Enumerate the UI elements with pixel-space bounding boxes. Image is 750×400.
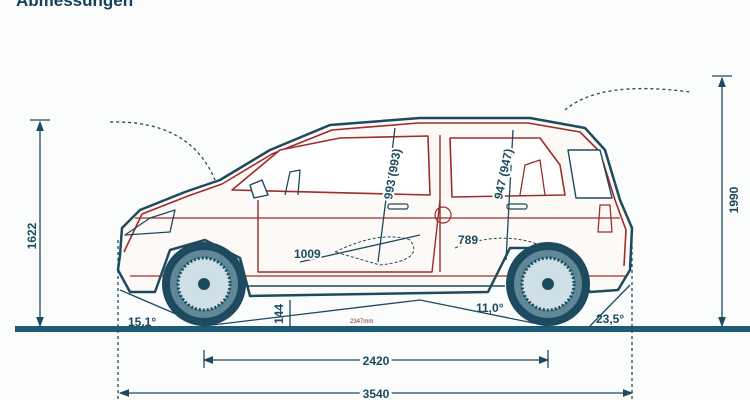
underbody-note: 2347mm	[350, 319, 373, 325]
height-front-label: 1622	[25, 222, 39, 249]
approach-angle-label: 15,1°	[128, 315, 156, 329]
rear-wheel	[506, 242, 590, 326]
front-legroom-label: 1009	[294, 247, 321, 261]
ramp-angle-label: 11,0°	[476, 301, 504, 315]
page-title: Abmessungen	[16, 0, 134, 10]
front-wheel	[162, 242, 246, 326]
ground-line	[15, 326, 750, 332]
wheelbase-label: 2420	[363, 354, 390, 368]
ground-clearance-label: 144	[272, 304, 286, 324]
height-total-label: 1990	[727, 186, 741, 213]
rear-legroom-label: 789	[458, 233, 478, 247]
car-body	[109, 87, 691, 298]
departure-angle-label: 23,5°	[596, 312, 624, 326]
length-label: 3540	[363, 387, 390, 400]
